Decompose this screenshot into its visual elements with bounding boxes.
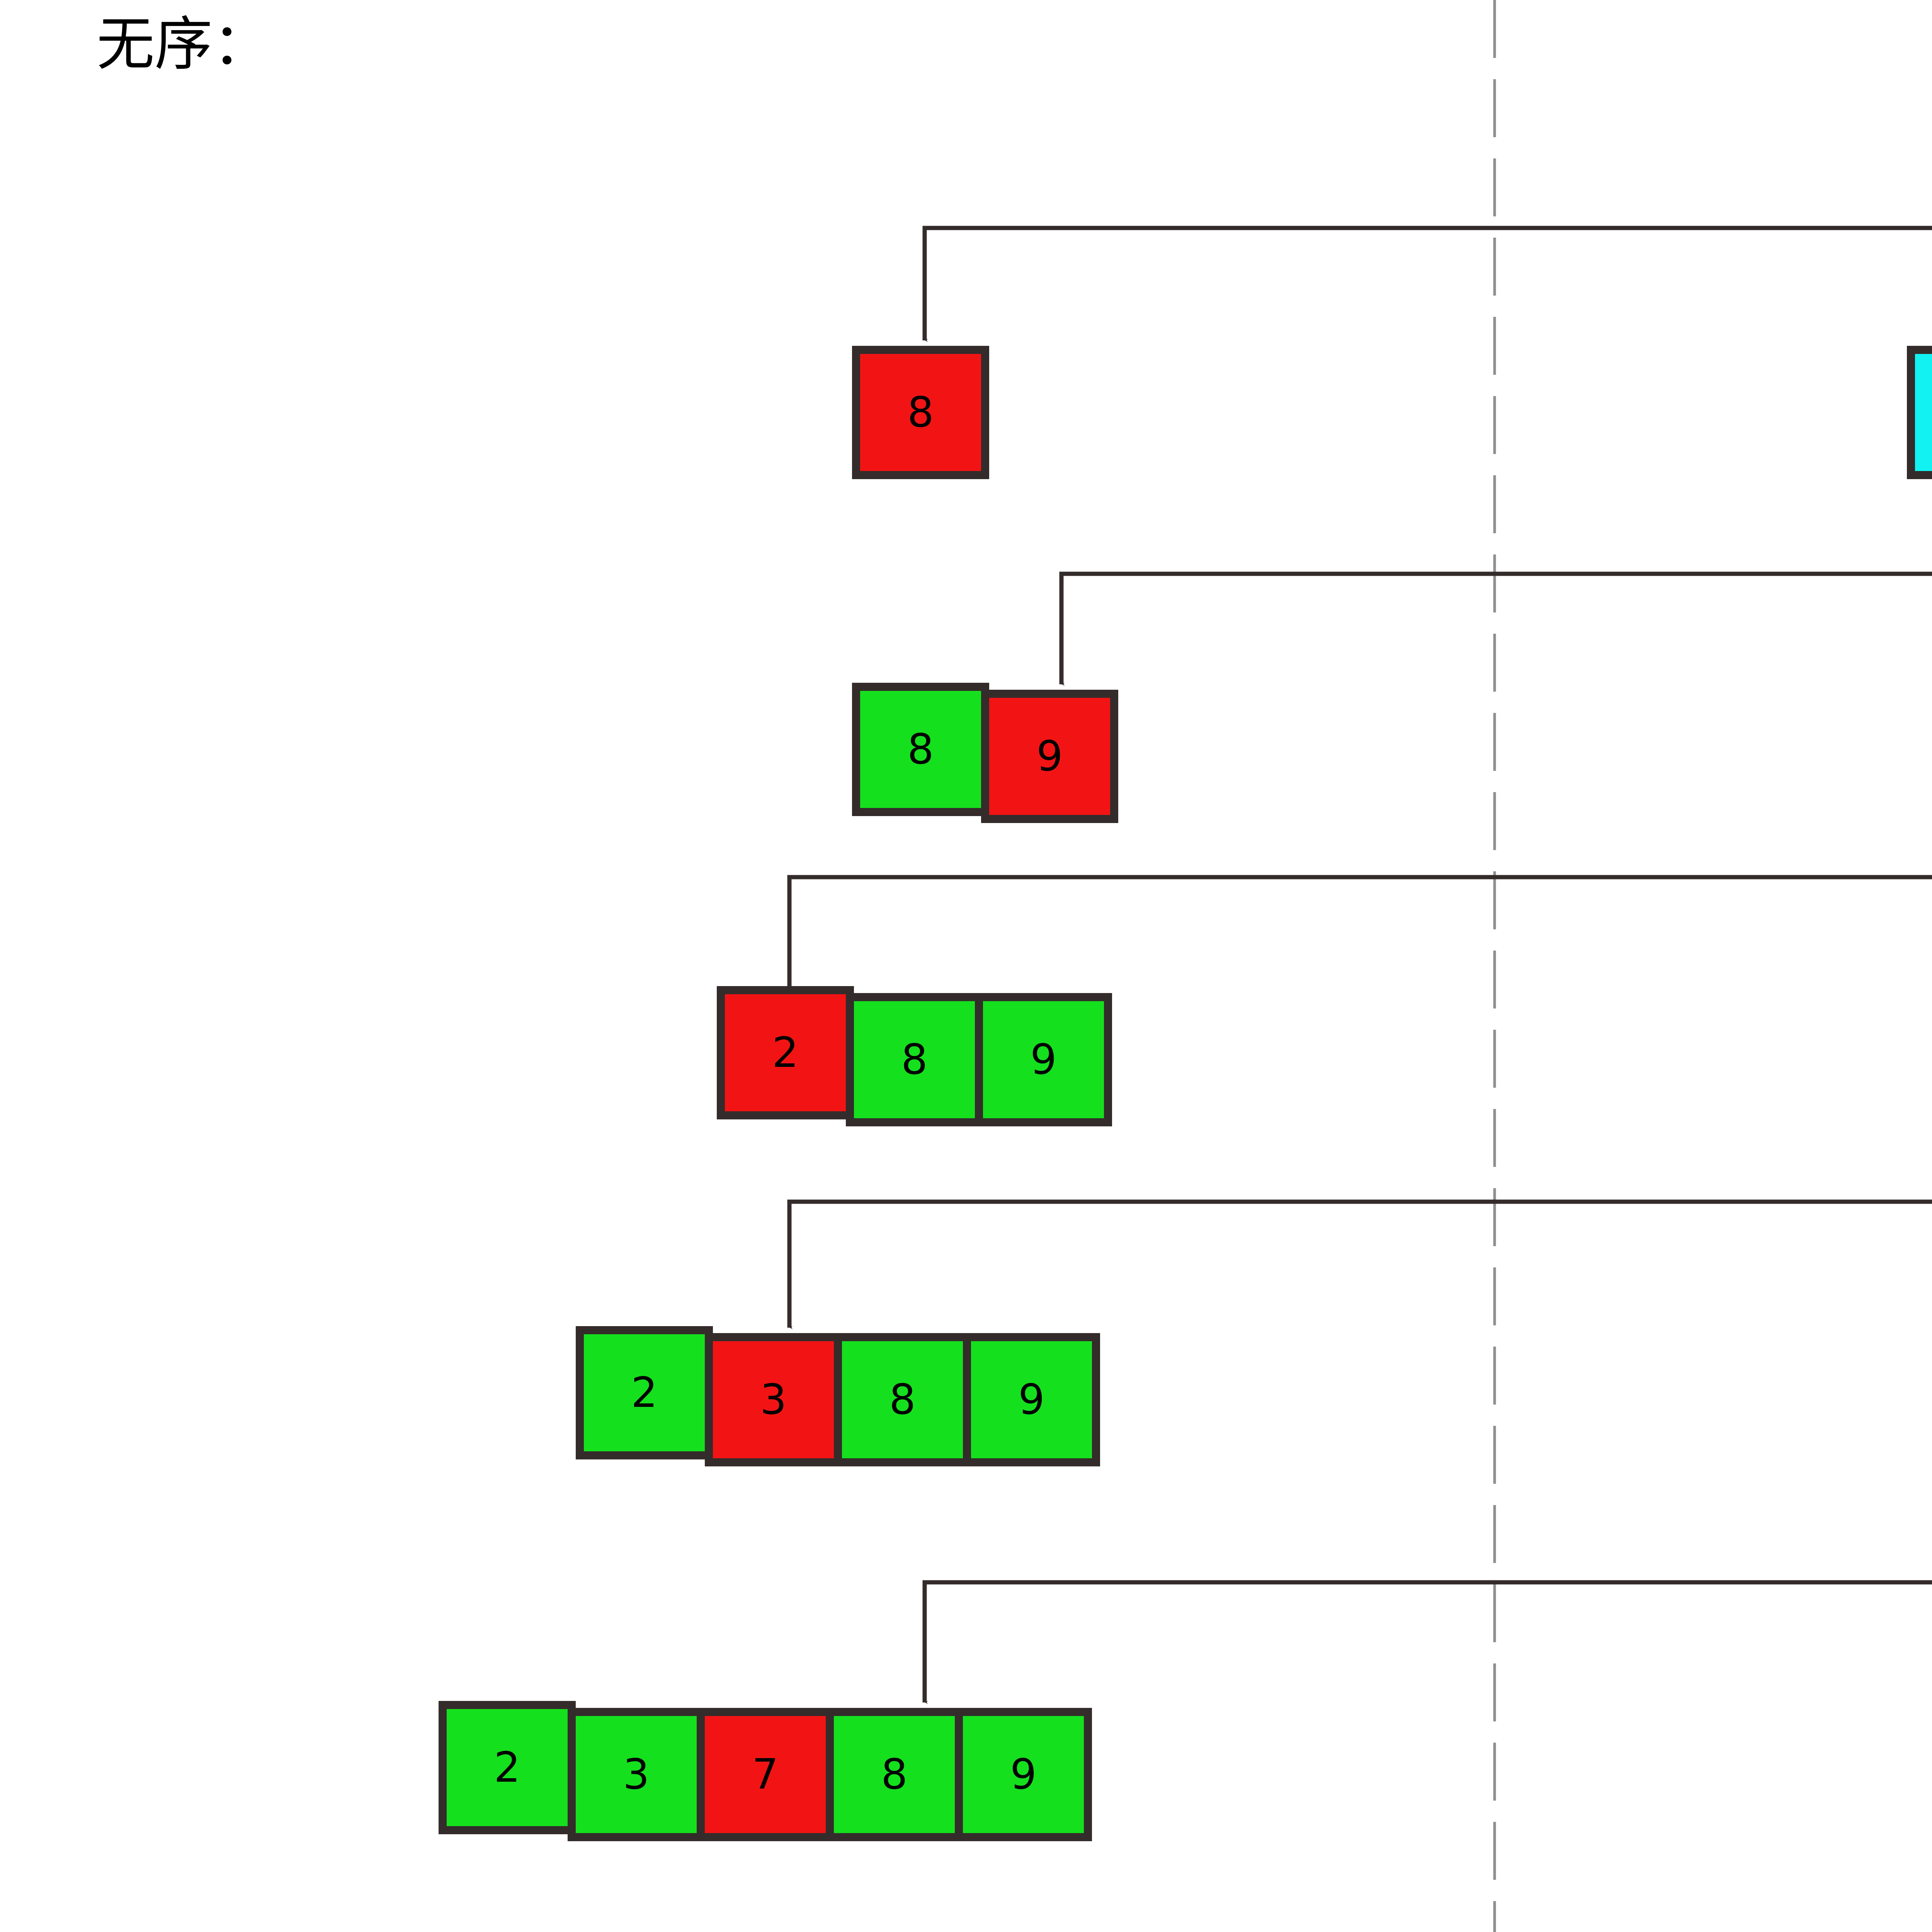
array-cell[interactable]: 8	[846, 993, 983, 1126]
array-cell[interactable]: 8	[826, 1708, 963, 1841]
array-cell[interactable]: 2	[576, 1326, 713, 1459]
row-1-move-arrow	[922, 226, 1932, 342]
array-cell[interactable]: 3	[705, 1333, 842, 1466]
row-5-move-arrow	[922, 1580, 1932, 1704]
array-cell[interactable]: 8	[852, 346, 989, 479]
array-cell[interactable]: 3	[568, 1708, 705, 1841]
array-cell[interactable]: 9	[981, 690, 1118, 823]
row-2-move-arrow	[1059, 571, 1932, 686]
array-cell[interactable]: 2	[717, 986, 854, 1119]
array-cell[interactable]: 9	[963, 1333, 1100, 1466]
array-cell[interactable]: 7	[697, 1708, 834, 1841]
array-cell[interactable]: 2	[439, 1701, 576, 1834]
array-cell[interactable]: 8	[852, 683, 989, 816]
row-4-move-arrow	[787, 1199, 1932, 1330]
array-cell[interactable]: 8	[834, 1333, 971, 1466]
array-cell[interactable]: 9	[975, 993, 1112, 1126]
row-1-left-array: 8	[852, 346, 989, 479]
label-unsorted-left: 无序：	[97, 11, 271, 78]
array-cell[interactable]: 8	[1907, 346, 1932, 479]
row-3-move-arrow	[787, 875, 1932, 990]
array-cell[interactable]: 9	[955, 1708, 1092, 1841]
connectors-group	[787, 226, 1932, 1704]
